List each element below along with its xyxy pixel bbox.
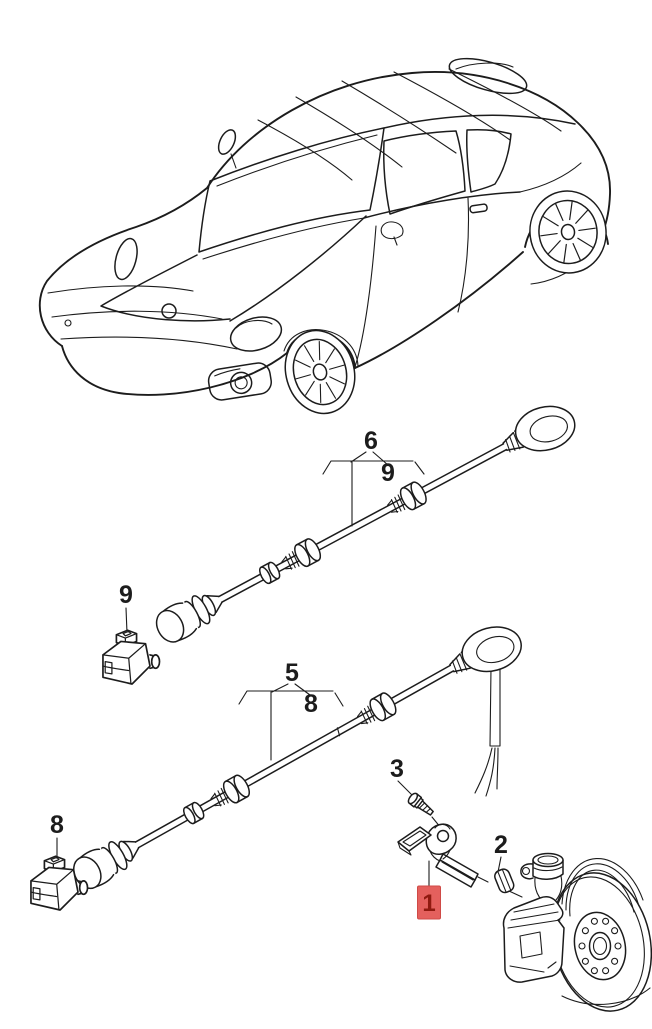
callout-bracket	[238, 690, 344, 707]
leader-line	[125, 607, 128, 634]
vehicle-illustration	[38, 57, 611, 415]
callout-bracket	[322, 460, 425, 475]
alignment-line	[477, 876, 523, 898]
callout-upper-harness: 6 9	[322, 427, 425, 527]
sensor-head	[438, 607, 537, 697]
screw-icon	[407, 792, 434, 816]
leader-line	[497, 856, 502, 873]
fog-lamp	[207, 362, 272, 401]
callout-3: 3	[390, 755, 404, 783]
callout-5: 5	[285, 659, 299, 687]
door-seams	[354, 197, 470, 368]
callout-lower-harness: 5 8	[238, 659, 344, 761]
callout-2: 2	[494, 831, 508, 859]
driver-mirror	[217, 129, 237, 155]
drip-rail	[383, 114, 576, 129]
wheel-hub-assembly	[502, 852, 652, 1012]
bushing-2: 2	[477, 831, 523, 898]
brake-caliper	[502, 896, 565, 983]
front-bumper-outline	[61, 345, 288, 396]
door-window	[383, 130, 466, 215]
wheel-bolt-circle	[578, 917, 622, 975]
rear-window	[448, 57, 528, 95]
callout-connector-8: 8	[50, 811, 64, 839]
callout-connector-9: 9	[119, 581, 133, 609]
cable	[134, 664, 455, 849]
knuckle-boss	[520, 852, 564, 905]
callout-1[interactable]: 1	[422, 890, 435, 917]
speed-sensor-1: 1	[397, 823, 479, 920]
abs-harness-upper	[150, 386, 590, 649]
near-headlight	[229, 316, 283, 352]
speed-sensor-icon	[397, 823, 479, 888]
center-bore	[588, 931, 612, 961]
abs-harness-lower	[67, 607, 537, 895]
connector-9: 9	[102, 581, 161, 685]
hub-face	[573, 911, 627, 981]
callout-9-sub: 9	[381, 459, 395, 487]
sensor-wires	[474, 667, 501, 797]
rear-wheel	[529, 190, 607, 274]
connector-housing-icon	[102, 629, 161, 685]
callout-8-sub: 8	[304, 690, 318, 718]
bumper-lines	[47, 285, 238, 350]
side-mirror	[380, 221, 404, 246]
backing-plate-edge	[561, 987, 651, 1005]
roof-ribs	[257, 68, 562, 181]
quarter-window	[466, 129, 512, 193]
callout-6: 6	[364, 427, 378, 455]
part-1-highlight-box[interactable]	[417, 885, 441, 920]
callout-v-lines	[350, 451, 389, 466]
rocker-line	[354, 251, 524, 369]
screw-3: 3	[390, 755, 442, 829]
far-headlight	[114, 237, 138, 281]
connector-8: 8	[30, 811, 89, 911]
frayed-wire-ends	[474, 747, 499, 797]
door-handle	[469, 203, 488, 214]
hood-lines	[100, 215, 367, 322]
bushing-icon	[494, 868, 515, 894]
vw-emblem	[161, 303, 177, 319]
sensor-head	[492, 386, 590, 475]
beltline	[363, 191, 521, 219]
front-wheel	[284, 329, 356, 415]
car-body-outline	[38, 71, 611, 347]
windshield	[198, 127, 385, 253]
